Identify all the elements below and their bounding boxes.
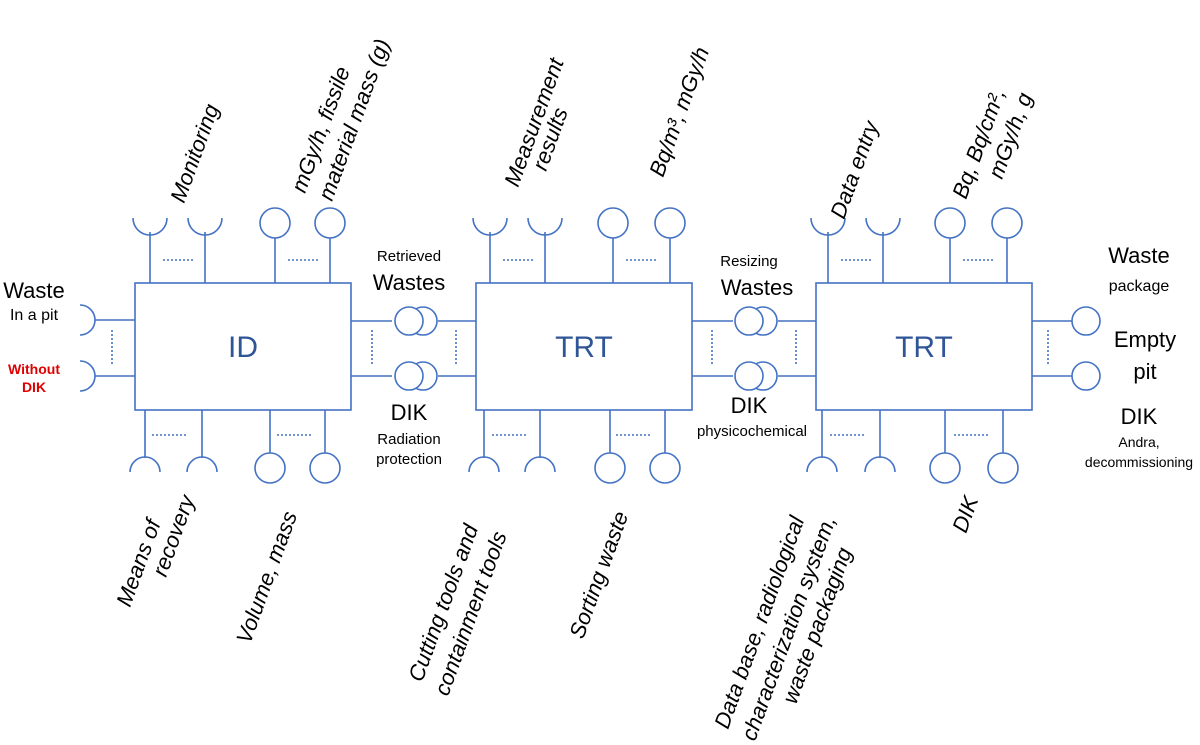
mechanism-cup-icon: [864, 456, 896, 473]
output-ball-icon: [1071, 361, 1101, 391]
output-ball-icon: [1071, 306, 1101, 336]
output-ball-icon: [254, 452, 286, 484]
label-dik: DIK: [391, 400, 428, 425]
input-cup-icon: [79, 360, 96, 392]
control-cup-icon: [187, 217, 223, 236]
connector-id-trt: [351, 306, 476, 391]
ball-joint-icon: [734, 306, 764, 336]
block-id: ID: [79, 207, 352, 484]
output-ball-icon: [314, 207, 346, 239]
mechanism-cup-icon: [186, 456, 218, 473]
ball-joint-icon: [394, 306, 424, 336]
mechanism-cup-icon: [524, 456, 556, 473]
label-bq-units: Bq/m³, mGy/h: [644, 44, 714, 180]
label-waste-package: package: [1109, 278, 1170, 295]
left-input-labels: Waste In a pit Without DIK: [3, 278, 65, 395]
label-wastes: Wastes: [373, 270, 446, 295]
output-ball-icon: [991, 207, 1023, 239]
control-cup-icon: [132, 217, 168, 236]
ball-joint-icon: [394, 361, 424, 391]
label-andra: Andra,: [1118, 434, 1159, 450]
label-radiation-protection: protection: [376, 451, 442, 468]
control-cup-icon: [810, 217, 846, 236]
label-without-dik: Without: [8, 361, 60, 377]
label-sorting-waste: Sorting waste: [564, 508, 633, 642]
mechanism-cup-icon: [468, 456, 500, 473]
input-cup-icon: [79, 304, 96, 336]
label-resizing: Resizing: [720, 253, 778, 270]
bottom-labels: Means of recovery Volume, mass Cutting t…: [111, 490, 983, 744]
block-box: [815, 282, 1033, 411]
top-labels: Monitoring mGy/h, fissile material mass …: [165, 35, 1037, 221]
output-ball-icon: [987, 452, 1019, 484]
block-label: TRT: [895, 331, 953, 364]
output-ball-icon: [309, 452, 341, 484]
block-label: ID: [228, 331, 258, 364]
output-ball-icon: [649, 452, 681, 484]
control-cup-icon: [865, 217, 901, 236]
label-without-dik: DIK: [22, 379, 46, 395]
block-box: [475, 282, 693, 411]
connector-labels: Retrieved Wastes DIK Radiation protectio…: [373, 248, 807, 468]
connector-trt-trt: [692, 306, 816, 391]
label-dik-output: DIK: [1121, 404, 1158, 429]
block-trt-1: TRT: [468, 207, 693, 484]
label-in-a-pit: In a pit: [10, 307, 59, 324]
label-decommissioning: decommissioning: [1085, 454, 1193, 470]
label-volume-mass: Volume, mass: [231, 508, 302, 647]
output-ball-icon: [594, 452, 626, 484]
label-dik: DIK: [731, 393, 768, 418]
label-data-entry: Data entry: [825, 116, 884, 222]
output-ball-icon: [929, 452, 961, 484]
mechanism-cup-icon: [806, 456, 838, 473]
block-box: [134, 282, 352, 411]
output-ball-icon: [259, 207, 291, 239]
label-monitoring: Monitoring: [165, 100, 224, 206]
output-ball-icon: [654, 207, 686, 239]
label-waste-package: Waste: [1108, 243, 1170, 268]
ball-joint-icon: [734, 361, 764, 391]
label-empty-pit: Empty: [1114, 327, 1176, 352]
label-radiation-protection: Radiation: [377, 431, 440, 448]
label-physicochemical: physicochemical: [697, 423, 807, 440]
label-dik-bottom: DIK: [947, 491, 983, 535]
label-wastes: Wastes: [721, 275, 794, 300]
block-label: TRT: [555, 331, 613, 364]
right-output-labels: Waste package Empty pit DIK Andra, decom…: [1085, 243, 1193, 470]
output-ball-icon: [597, 207, 629, 239]
mechanism-cup-icon: [129, 456, 161, 473]
label-retrieved: Retrieved: [377, 248, 441, 265]
control-cup-icon: [527, 217, 563, 236]
control-cup-icon: [472, 217, 508, 236]
output-ball-icon: [934, 207, 966, 239]
block-trt-2: TRT: [806, 207, 1101, 484]
label-empty-pit: pit: [1133, 359, 1156, 384]
label-waste: Waste: [3, 278, 65, 303]
